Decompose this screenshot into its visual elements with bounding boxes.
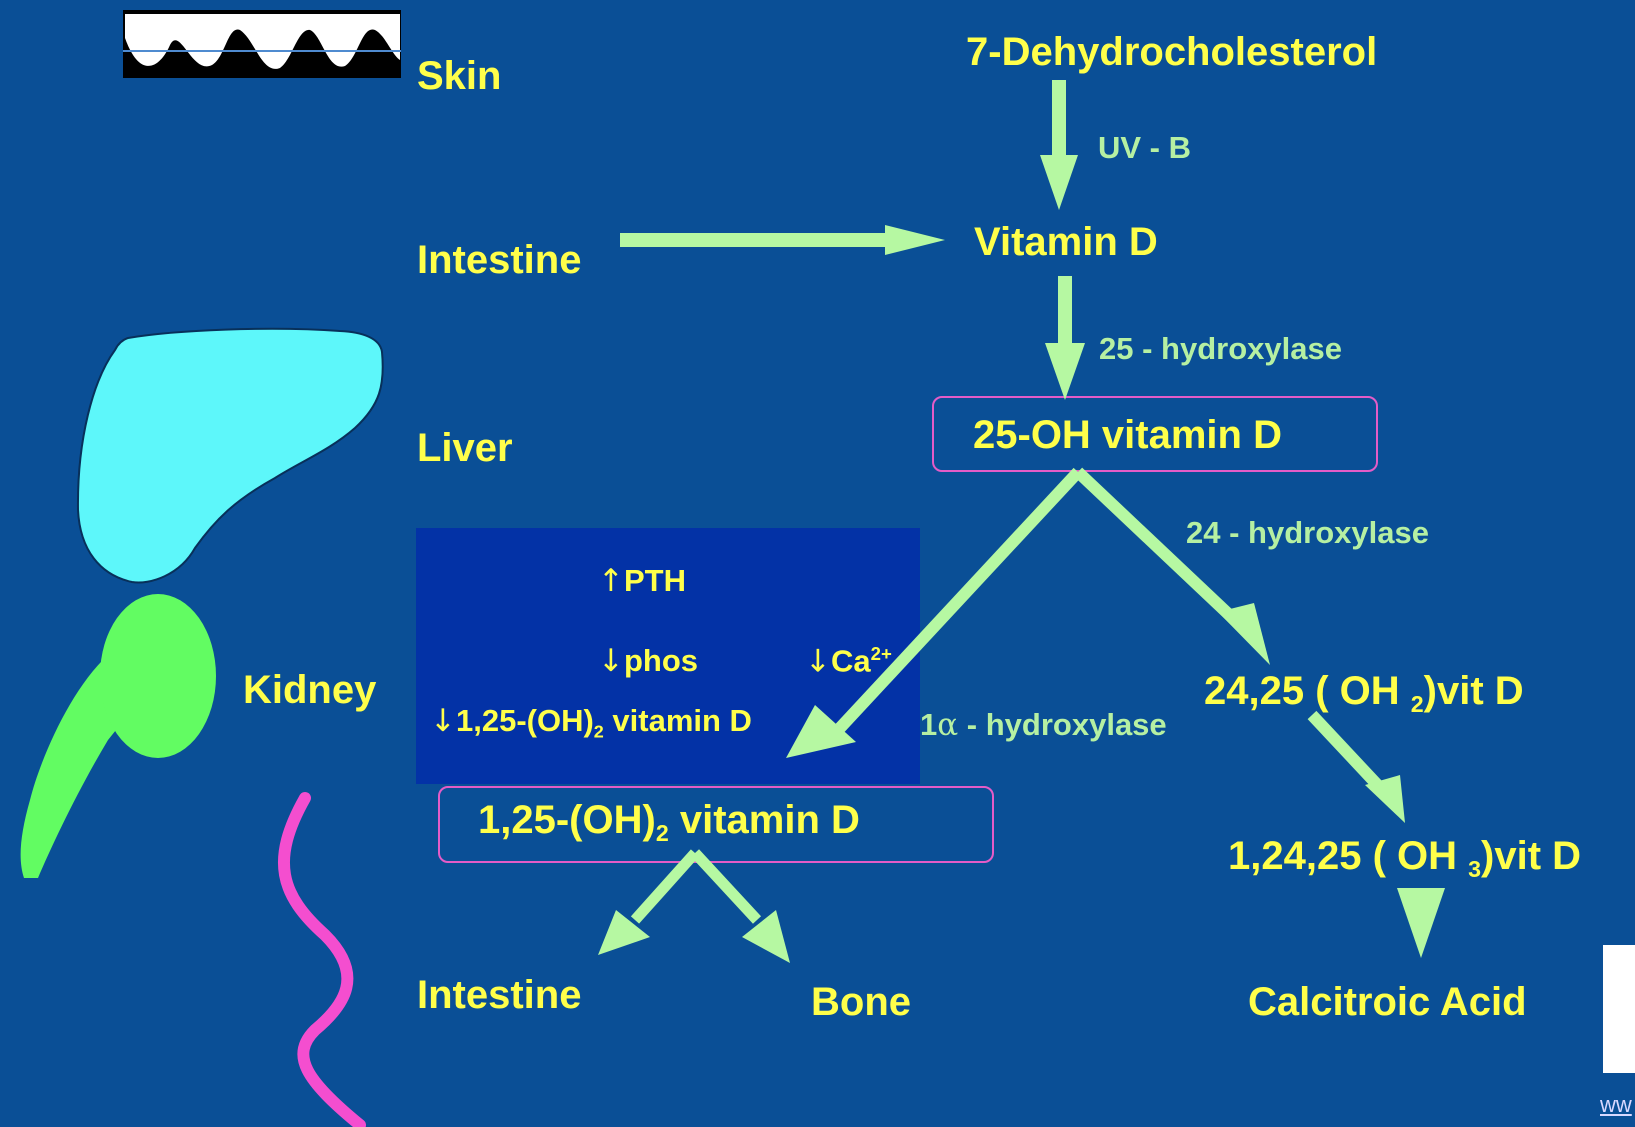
label-calcitroic-acid: Calcitroic Acid xyxy=(1248,980,1527,1025)
label-uvb: UV - B xyxy=(1098,130,1191,166)
logo-image xyxy=(1603,945,1635,1073)
footer-link[interactable]: ww xyxy=(1600,1092,1632,1118)
label-active-vitamin-d: 1,25-(OH)2 vitamin D xyxy=(478,798,860,847)
label-7-dehydrocholesterol: 7-Dehydrocholesterol xyxy=(966,30,1377,75)
organ-label-kidney: Kidney xyxy=(243,668,376,713)
arrow-25-hydroxylase xyxy=(1045,276,1085,400)
arrow-to-calcitroic xyxy=(1397,888,1445,958)
organ-label-skin: Skin xyxy=(417,54,501,99)
reg-ca: ↓Ca2+ xyxy=(805,643,892,679)
label-25oh-vitamin-d: 25-OH vitamin D xyxy=(973,413,1282,458)
label-1-24-25-oh-vit-d: 1,24,25 ( OH 3)vit D xyxy=(1228,834,1581,883)
label-target-bone: Bone xyxy=(811,980,911,1025)
reg-pth: ↑PTH xyxy=(598,563,686,599)
reg-vitamin-d: ↓1,25-(OH)2 vitamin D xyxy=(430,703,752,742)
arrow-to-target-bone xyxy=(695,853,790,963)
label-1a-hydroxylase: 1α - hydroxylase xyxy=(920,707,1167,743)
arrow-uvb xyxy=(1040,80,1078,210)
label-vitamin-d: Vitamin D xyxy=(974,220,1158,265)
label-24-25-oh-vit-d: 24,25 ( OH 2)vit D xyxy=(1204,669,1524,718)
reg-phos: ↓phos xyxy=(598,643,698,679)
label-target-intestine: Intestine xyxy=(417,973,581,1018)
arrow-intestine-to-vitd xyxy=(620,225,945,255)
arrow-to-124-25 xyxy=(1312,715,1405,823)
arrow-24-hydroxylase xyxy=(1078,472,1270,665)
label-24-hydroxylase: 24 - hydroxylase xyxy=(1186,515,1429,551)
label-25-hydroxylase: 25 - hydroxylase xyxy=(1099,331,1342,367)
organ-label-intestine: Intestine xyxy=(417,238,581,283)
organ-label-liver: Liver xyxy=(417,426,513,471)
arrow-to-target-intestine xyxy=(598,853,695,955)
